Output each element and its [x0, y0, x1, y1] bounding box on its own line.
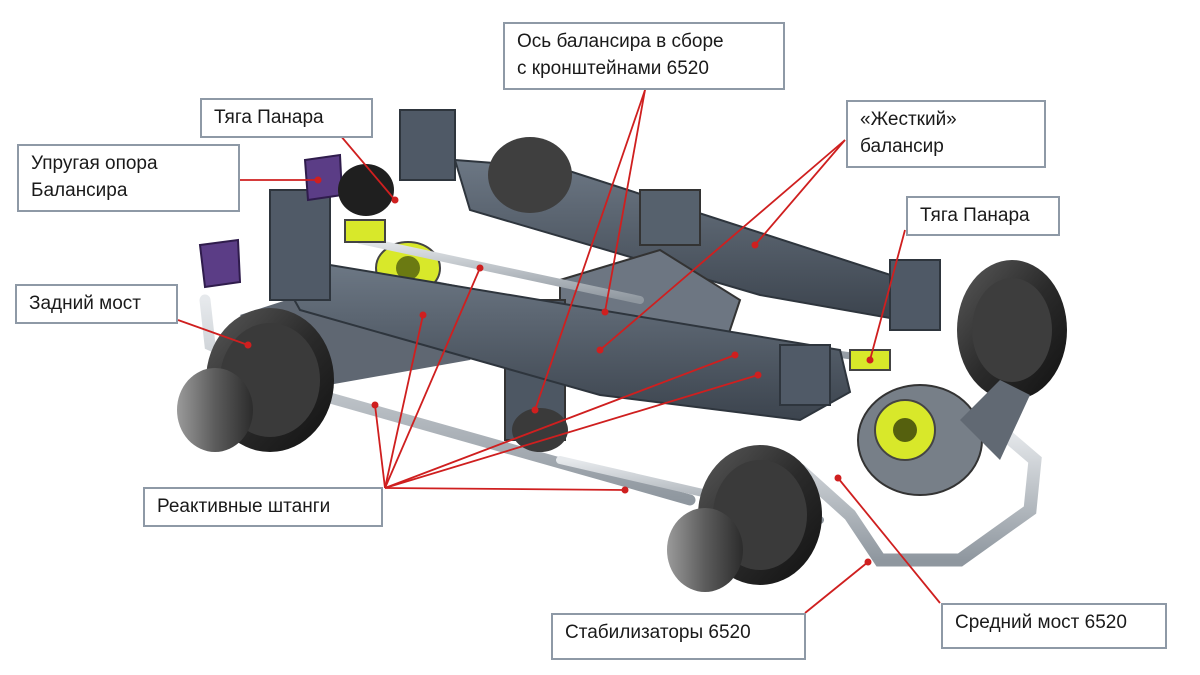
label-panhard-rod-left: Тяга Панара [200, 98, 373, 138]
front-balancer-beam [269, 189, 852, 422]
label-panhard-rod-right-text: Тяга Панара [920, 205, 1030, 226]
middle-axle-differential [857, 380, 1030, 496]
label-balancer-axis: Ось балансира в сборе с кронштейнами 652… [503, 22, 785, 90]
label-rear-axle: Задний мост [15, 284, 178, 324]
label-stabilizers-text: Стабилизаторы 6520 [565, 622, 751, 643]
leader-arrowheads [244, 176, 874, 566]
leader-lines [177, 89, 941, 614]
middle-axle-drum [667, 445, 822, 592]
label-balancer-axis-line2: с кронштейнами 6520 [517, 58, 709, 79]
rear-axle-drum [177, 308, 334, 452]
label-elastic-support: Упругая опора Балансира [17, 144, 240, 212]
label-rigid-balancer-line2: балансир [860, 136, 944, 157]
label-elastic-support-line1: Упругая опора [31, 153, 158, 174]
label-panhard-rod-left-text: Тяга Панара [214, 107, 324, 128]
label-rigid-balancer-line1: «Жесткий» [860, 109, 957, 130]
label-rear-axle-text: Задний мост [29, 293, 141, 314]
label-panhard-rod-right: Тяга Панара [906, 196, 1060, 236]
label-middle-axle: Средний мост 6520 [941, 603, 1167, 649]
axle-drum-icon [488, 137, 1067, 400]
label-stabilizers: Стабилизаторы 6520 [551, 613, 806, 660]
elastic-support-bracket [198, 153, 344, 289]
label-reaction-rods-text: Реактивные штанги [157, 496, 331, 517]
label-balancer-axis-line1: Ось балансира в сборе [517, 31, 724, 52]
label-elastic-support-line2: Балансира [31, 180, 128, 201]
label-rigid-balancer: «Жесткий» балансир [846, 100, 1046, 168]
label-middle-axle-text: Средний мост 6520 [955, 612, 1127, 633]
label-reaction-rods: Реактивные штанги [143, 487, 383, 527]
